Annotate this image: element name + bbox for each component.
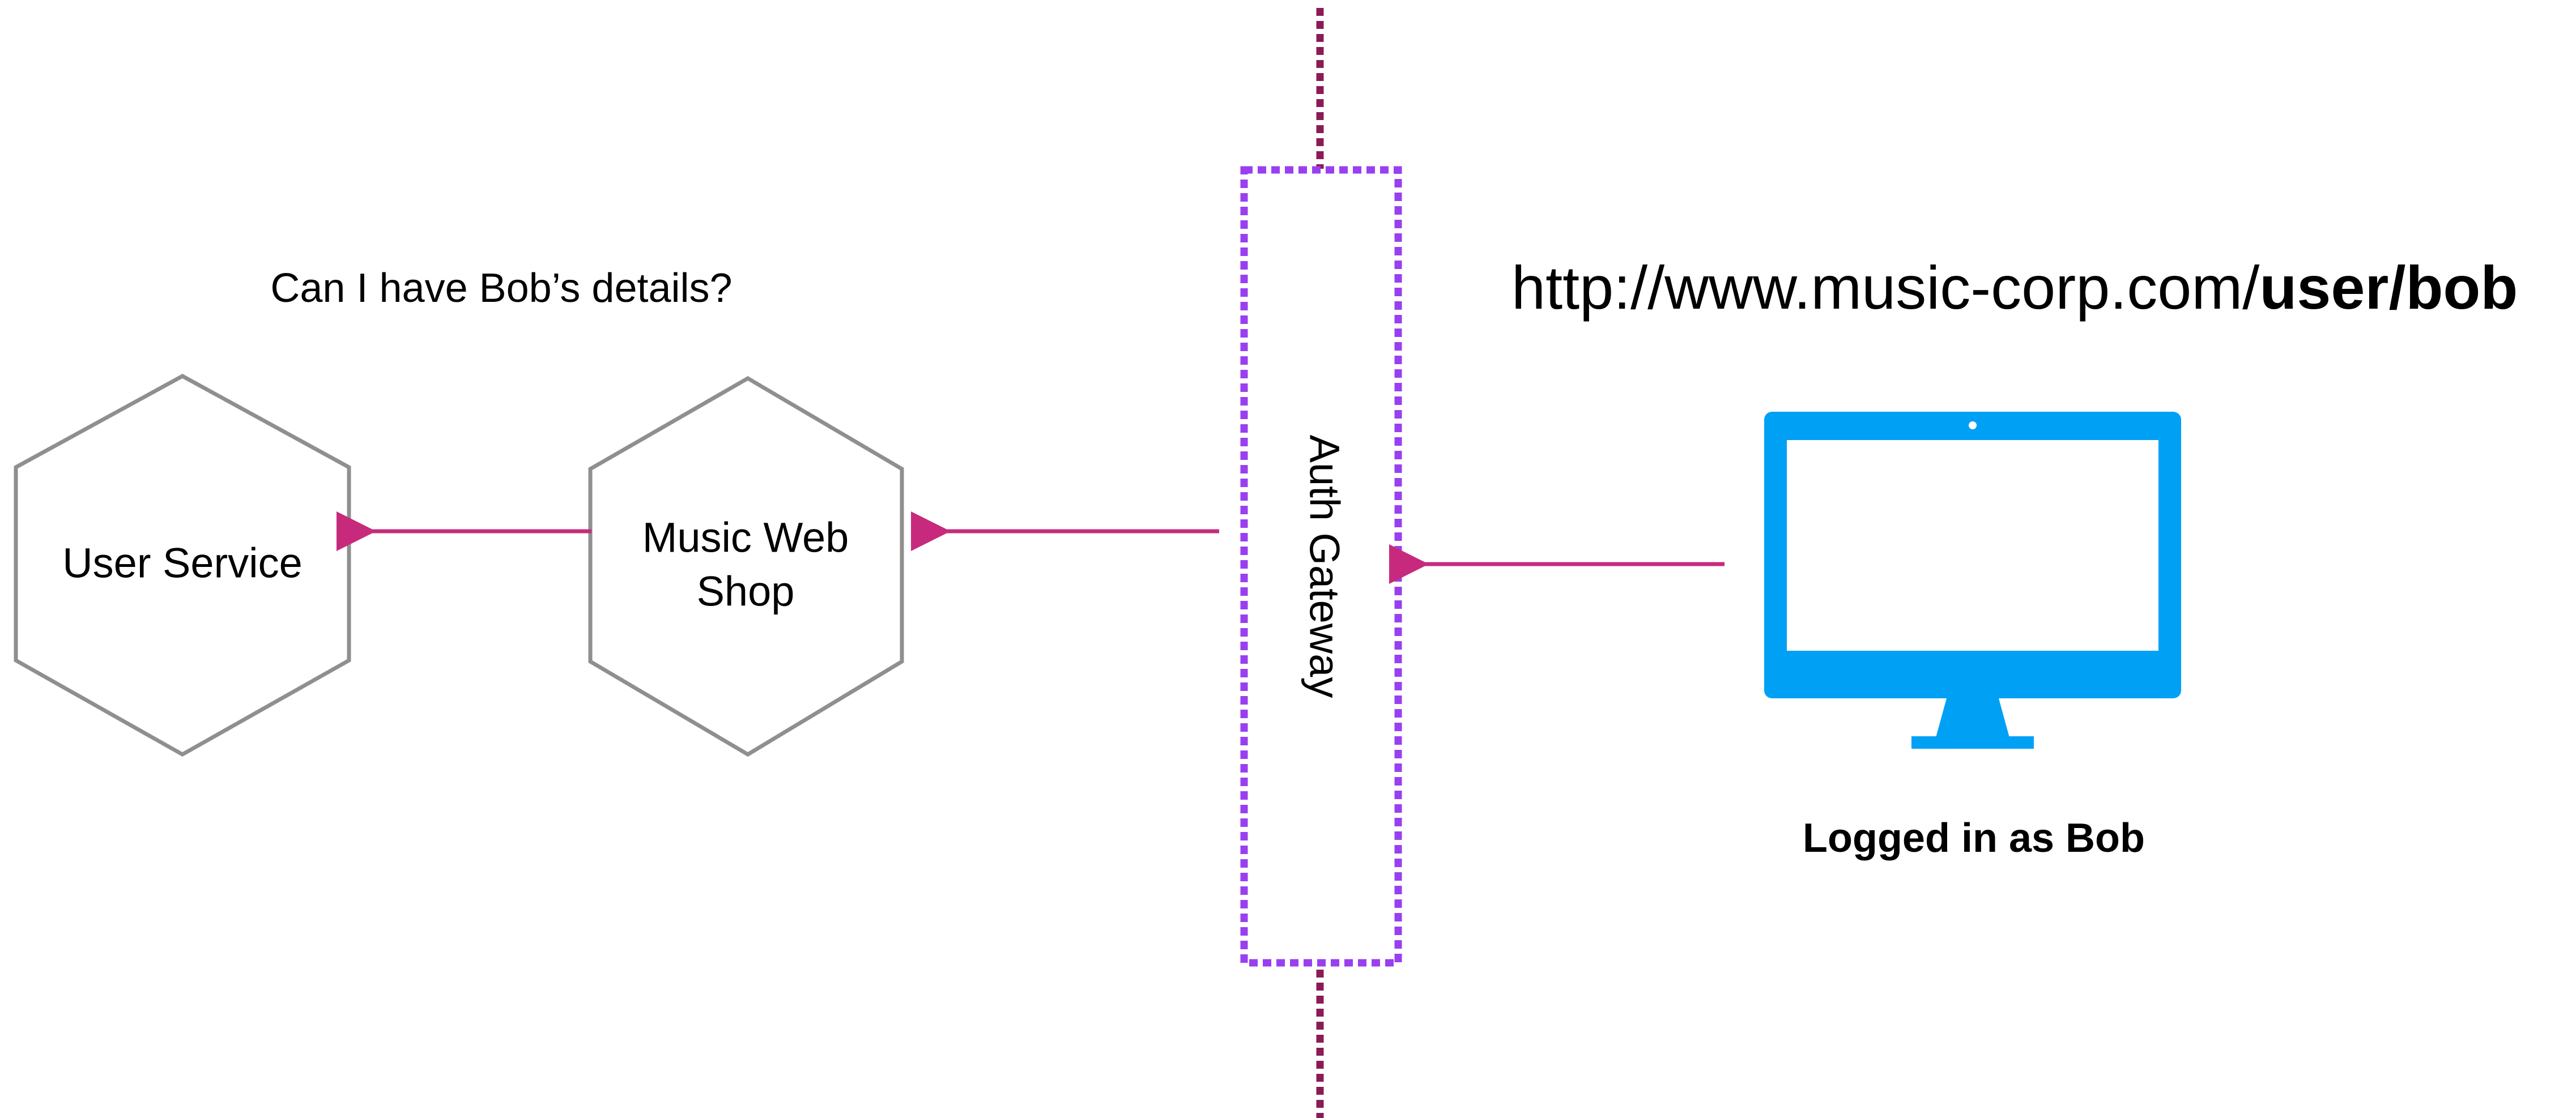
- music-web-shop-label-line1: Music Web: [642, 514, 849, 561]
- request-url-path: user/bob: [2259, 253, 2518, 322]
- user-service-label: User Service: [62, 540, 303, 587]
- question-text: Can I have Bob’s details?: [270, 266, 732, 311]
- music-web-shop-label-line2: Shop: [697, 568, 795, 615]
- request-url-prefix: http://www.music-corp.com/: [1511, 253, 2259, 322]
- request-url: http://www.music-corp.com/user/bob: [1511, 253, 2518, 322]
- client-caption: Logged in as Bob: [1803, 816, 2145, 861]
- music-web-shop-hexagon: [588, 375, 904, 757]
- auth-gateway-label: Auth Gateway: [1301, 435, 1348, 698]
- desktop-monitor-icon: [1764, 412, 2181, 749]
- user-service-hexagon: [14, 374, 351, 757]
